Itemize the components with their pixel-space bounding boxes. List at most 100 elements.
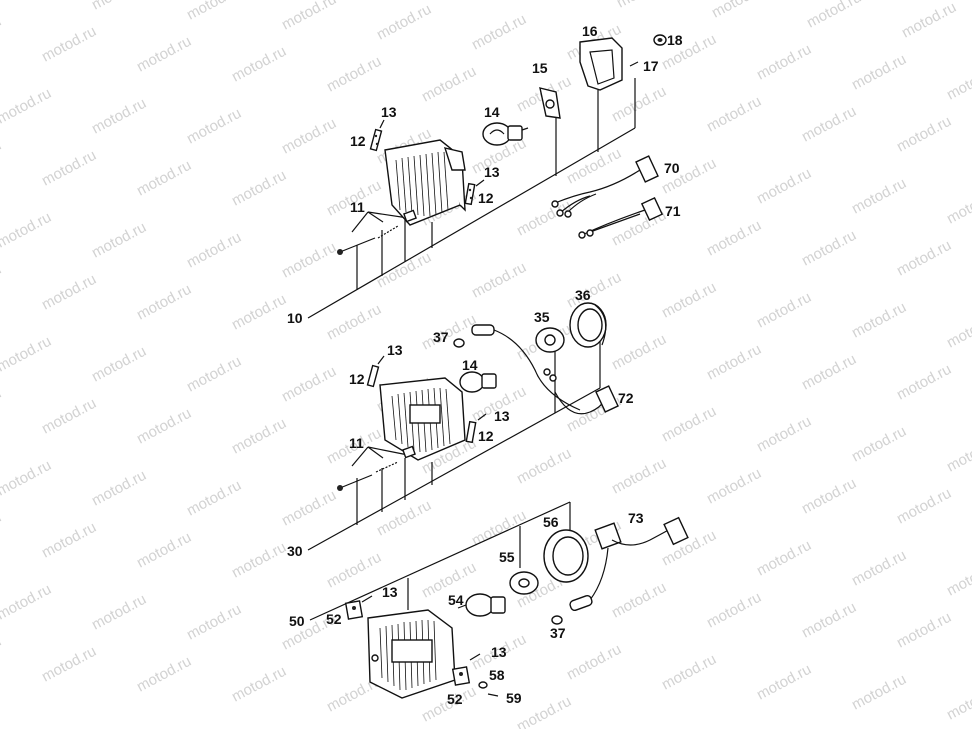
watermark-text: motod.ru bbox=[944, 61, 972, 104]
watermark-text: motod.ru bbox=[0, 0, 54, 4]
watermark-text: motod.ru bbox=[184, 601, 244, 644]
label-37-bottom: 37 bbox=[550, 625, 566, 641]
assembly-group-30 bbox=[307, 302, 619, 551]
watermark-text: motod.ru bbox=[944, 681, 972, 724]
watermark-text: motod.ru bbox=[0, 85, 54, 128]
watermark-text: motod.ru bbox=[134, 529, 194, 572]
label-72: 72 bbox=[618, 390, 634, 406]
watermark-text: motod.ru bbox=[229, 43, 289, 86]
label-13-top-left: 13 bbox=[381, 104, 397, 120]
bulb-holder-35 bbox=[535, 327, 565, 382]
label-36: 36 bbox=[575, 287, 591, 303]
adjuster-screw-11-middle bbox=[337, 445, 416, 491]
label-13-top-right: 13 bbox=[484, 164, 500, 180]
watermark-text: motod.ru bbox=[799, 475, 859, 518]
watermark-text: motod.ru bbox=[944, 309, 972, 352]
watermark-text: motod.ru bbox=[514, 693, 574, 729]
label-12-top-right: 12 bbox=[478, 190, 494, 206]
wiring-harness-70 bbox=[551, 155, 659, 218]
label-56: 56 bbox=[543, 514, 559, 530]
part-labels: 10 11 12 12 13 13 14 15 16 17 18 70 71 3… bbox=[287, 23, 683, 707]
watermark-text: motod.ru bbox=[374, 249, 434, 292]
label-15: 15 bbox=[532, 60, 548, 76]
watermark-text: motod.ru bbox=[659, 403, 719, 446]
watermark-text: motod.ru bbox=[894, 237, 954, 280]
assembly-group-10 bbox=[307, 34, 667, 319]
label-54: 54 bbox=[448, 592, 464, 608]
watermark-text: motod.ru bbox=[0, 385, 4, 428]
bulb-14-top bbox=[482, 122, 529, 146]
label-52-right: 52 bbox=[447, 691, 463, 707]
label-59: 59 bbox=[506, 690, 522, 706]
wiring-harness-72 bbox=[554, 385, 619, 415]
label-12-middle-left: 12 bbox=[349, 371, 365, 387]
watermark-text: motod.ru bbox=[799, 599, 859, 642]
watermark-text: motod.ru bbox=[134, 281, 194, 324]
watermark-text: motod.ru bbox=[134, 653, 194, 696]
label-71: 71 bbox=[665, 203, 681, 219]
watermark-text: motod.ru bbox=[849, 423, 909, 466]
watermark-text: motod.ru bbox=[609, 579, 669, 622]
watermark-text: motod.ru bbox=[184, 229, 244, 272]
watermark-text: motod.ru bbox=[609, 83, 669, 126]
watermark-text: motod.ru bbox=[894, 485, 954, 528]
watermark-text: motod.ru bbox=[754, 41, 814, 84]
watermark-text: motod.ru bbox=[704, 217, 764, 260]
watermark-text: motod.ru bbox=[229, 539, 289, 582]
watermark-text: motod.ru bbox=[0, 457, 54, 500]
watermark-text: motod.ru bbox=[754, 413, 814, 456]
watermark-text: motod.ru bbox=[849, 299, 909, 342]
watermark-text: motod.ru bbox=[704, 465, 764, 508]
watermark-text: motod.ru bbox=[704, 93, 764, 136]
label-13-middle-left: 13 bbox=[387, 342, 403, 358]
clip-12-top-left bbox=[369, 119, 385, 152]
watermark-text: motod.ru bbox=[894, 361, 954, 404]
bracket-52-right bbox=[451, 653, 499, 697]
watermark-text: motod.ru bbox=[229, 167, 289, 210]
label-55: 55 bbox=[499, 549, 515, 565]
watermark-text: motod.ru bbox=[134, 157, 194, 200]
watermark-text: motod.ru bbox=[39, 643, 99, 686]
label-12-middle-right: 12 bbox=[478, 428, 494, 444]
watermark-text: motod.ru bbox=[134, 33, 194, 76]
watermark-text: motod.ru bbox=[894, 113, 954, 156]
label-30: 30 bbox=[287, 543, 303, 559]
watermark-text: motod.ru bbox=[0, 509, 4, 552]
watermark-text: motod.ru bbox=[89, 591, 149, 634]
watermark-text: motod.ru bbox=[514, 197, 574, 240]
watermark-text: motod.ru bbox=[0, 209, 54, 252]
watermark-text: motod.ru bbox=[374, 1, 434, 44]
label-52-left: 52 bbox=[326, 611, 342, 627]
watermark-text: motod.ru bbox=[754, 289, 814, 332]
watermark-text: motod.ru bbox=[754, 661, 814, 704]
watermark-text: motod.ru bbox=[279, 487, 339, 530]
watermark-text: motod.ru bbox=[0, 261, 4, 304]
nut-18 bbox=[653, 34, 667, 46]
headlight-housing-50 bbox=[367, 609, 456, 699]
label-18: 18 bbox=[667, 32, 683, 48]
watermark-text: motod.ru bbox=[324, 301, 384, 344]
watermark-text: motod.ru bbox=[134, 405, 194, 448]
watermark-text: motod.ru bbox=[39, 23, 99, 66]
watermark-text: motod.ru bbox=[899, 0, 959, 42]
label-13-middle-right: 13 bbox=[494, 408, 510, 424]
label-37-middle: 37 bbox=[433, 329, 449, 345]
watermark-text: motod.ru bbox=[614, 0, 674, 12]
watermark-text: motod.ru bbox=[279, 0, 339, 34]
watermark-text: motod.ru bbox=[324, 549, 384, 592]
watermark-text: motod.ru bbox=[184, 353, 244, 396]
watermark-text: motod.ru bbox=[229, 415, 289, 458]
bulb-37-middle bbox=[453, 324, 581, 411]
label-13-bottom-left: 13 bbox=[382, 584, 398, 600]
label-14-middle: 14 bbox=[462, 357, 478, 373]
watermark-text: motod.ru bbox=[184, 0, 244, 24]
rubber-ring-36 bbox=[569, 302, 607, 348]
bulb-h4-54 bbox=[457, 593, 506, 617]
label-17: 17 bbox=[643, 58, 659, 74]
watermark-text: motod.ru bbox=[229, 663, 289, 706]
watermark-text: motod.ru bbox=[419, 63, 479, 106]
watermark-text: motod.ru bbox=[799, 103, 859, 146]
bracket-52-left bbox=[344, 595, 373, 620]
watermark-text: motod.ru bbox=[754, 165, 814, 208]
